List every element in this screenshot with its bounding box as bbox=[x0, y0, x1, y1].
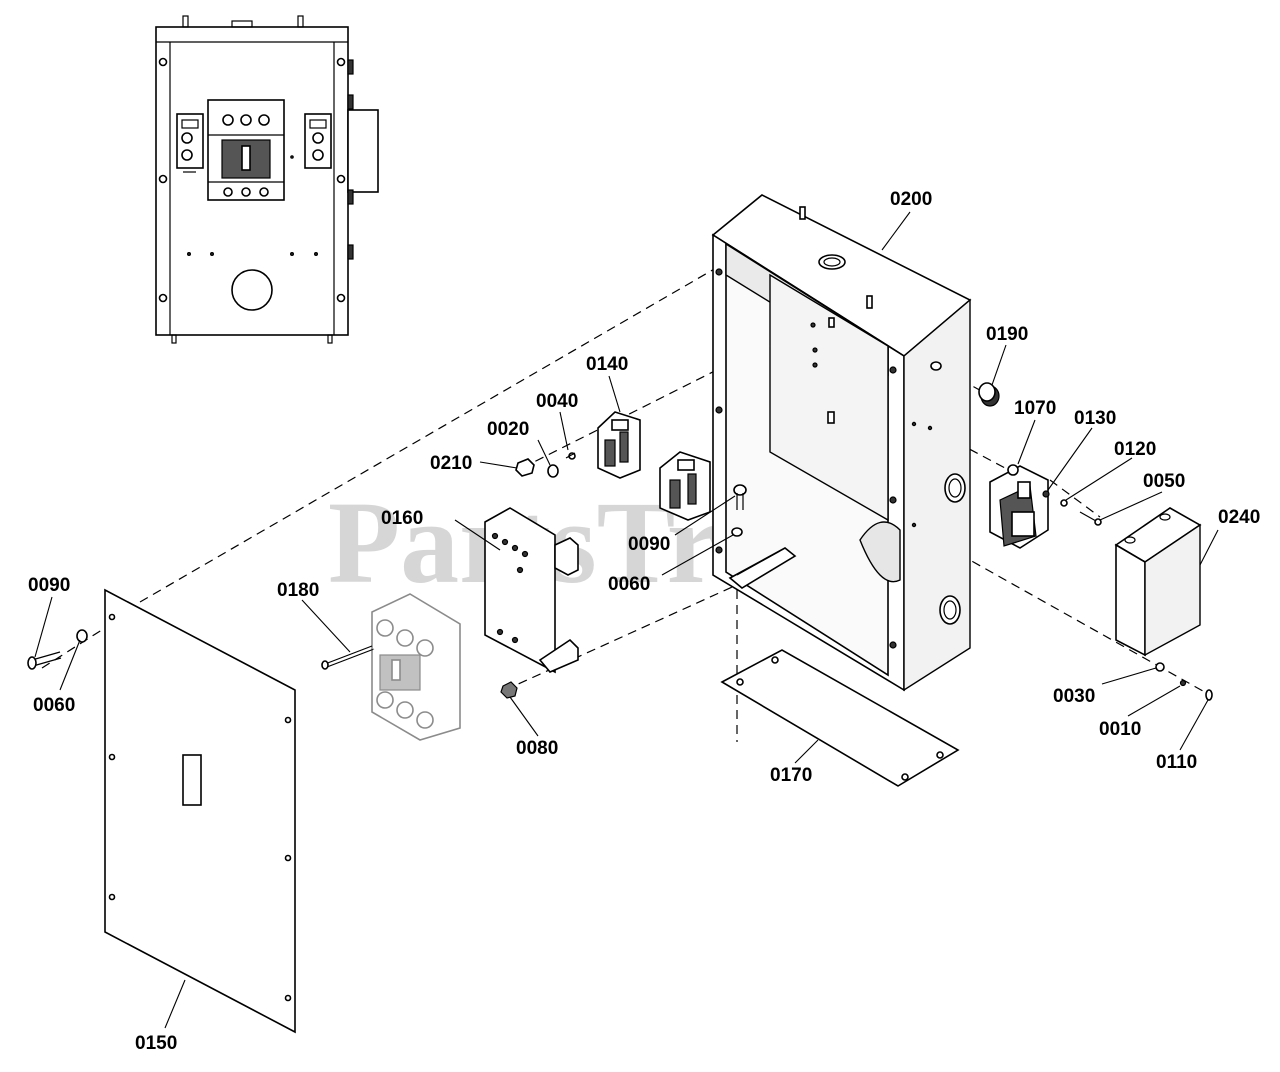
label-0120: 0120 bbox=[1114, 439, 1156, 460]
label-0090-left: 0090 bbox=[28, 575, 70, 596]
part-0090-bolt-left bbox=[27, 651, 62, 670]
part-0030-washer bbox=[1155, 662, 1165, 672]
part-0040-screw bbox=[565, 452, 576, 460]
part-0120-lockwasher bbox=[1060, 499, 1068, 507]
part-circuit-breaker bbox=[371, 593, 461, 741]
label-0090-mid: 0090 bbox=[628, 534, 670, 555]
label-0060-mid: 0060 bbox=[608, 574, 650, 595]
label-0130: 0130 bbox=[1074, 408, 1116, 429]
label-0150: 0150 bbox=[135, 1033, 177, 1054]
part-0210-nut bbox=[515, 458, 535, 477]
part-0240-cover-box bbox=[1114, 507, 1202, 657]
label-0140: 0140 bbox=[586, 354, 628, 375]
part-1070-module bbox=[989, 464, 1049, 549]
label-0020: 0020 bbox=[487, 419, 529, 440]
part-0110-screw bbox=[1205, 689, 1213, 701]
part-0060-washer-left bbox=[76, 629, 88, 643]
label-0180: 0180 bbox=[277, 580, 319, 601]
part-0050-screw bbox=[1079, 511, 1102, 526]
part-0010-lockwasher bbox=[1179, 679, 1187, 687]
part-0060-washer-mid bbox=[731, 527, 743, 537]
part-0130-washer bbox=[1042, 490, 1050, 498]
label-0050: 0050 bbox=[1143, 471, 1185, 492]
label-0200: 0200 bbox=[890, 189, 932, 210]
part-0180-bolt bbox=[321, 645, 375, 670]
assembled-view-inset bbox=[155, 15, 379, 344]
label-0110: 0110 bbox=[1156, 752, 1197, 773]
label-1070: 1070 bbox=[1014, 398, 1056, 419]
part-0160-bracket bbox=[484, 507, 579, 674]
label-0240: 0240 bbox=[1218, 507, 1260, 528]
label-0060-left: 0060 bbox=[33, 695, 75, 716]
inset-side-box bbox=[347, 109, 379, 193]
label-0080: 0080 bbox=[516, 738, 558, 759]
part-0080-nut bbox=[500, 681, 518, 699]
part-0190-bushing bbox=[978, 382, 1000, 407]
part-0200-enclosure bbox=[711, 194, 972, 692]
label-0010: 0010 bbox=[1099, 719, 1141, 740]
leader-lines bbox=[34, 211, 1219, 1029]
label-0160: 0160 bbox=[381, 508, 423, 529]
part-0140-terminal-block-lower bbox=[659, 451, 711, 521]
part-labels: 0200 0190 1070 0130 0120 0050 0240 0140 … bbox=[28, 189, 1260, 1054]
label-0170: 0170 bbox=[770, 765, 812, 786]
label-0210: 0210 bbox=[430, 453, 472, 474]
label-0040: 0040 bbox=[536, 391, 578, 412]
part-0170-bottom-plate bbox=[720, 649, 960, 787]
part-0150-front-panel bbox=[104, 588, 296, 1034]
part-0140-terminal-block-upper bbox=[597, 411, 641, 479]
label-0030: 0030 bbox=[1053, 686, 1095, 707]
part-0090-bolt-mid bbox=[733, 484, 747, 510]
inset-knockout-hole bbox=[231, 269, 273, 311]
label-0190: 0190 bbox=[986, 324, 1028, 345]
part-0020-washer bbox=[547, 464, 559, 478]
